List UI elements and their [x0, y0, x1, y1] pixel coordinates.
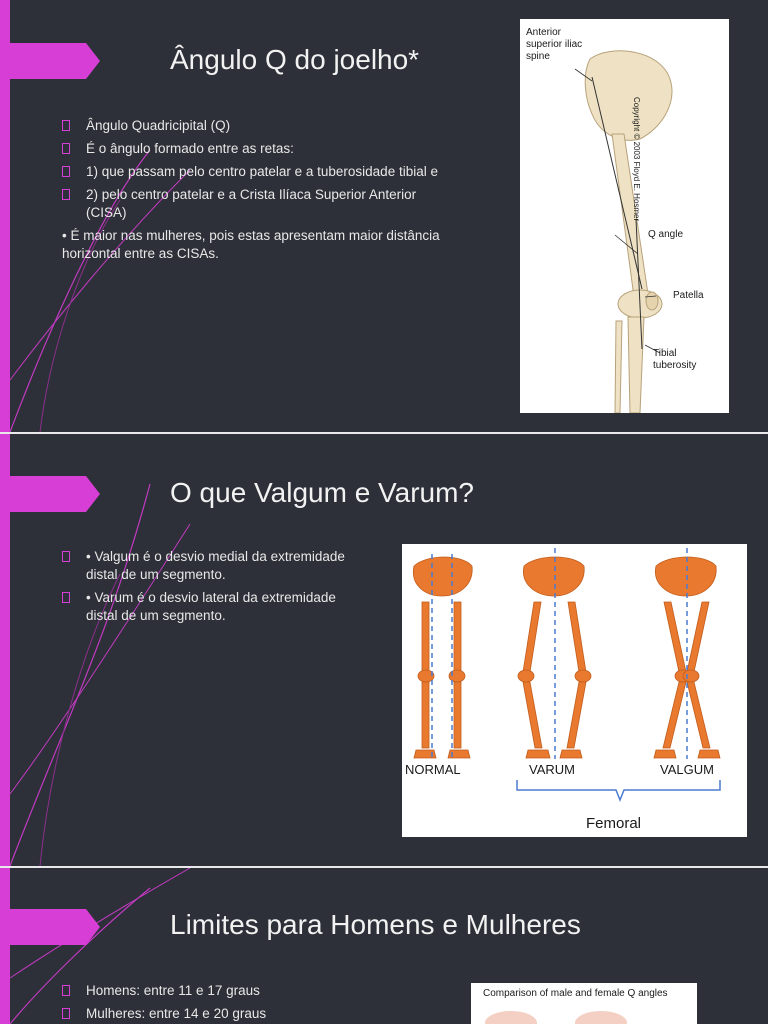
- figure-caption: Comparison of male and female Q angles: [483, 988, 668, 999]
- label-valgum: VALGUM: [660, 762, 714, 777]
- bullet-list: • Valgum é o desvio medial da extremidad…: [62, 548, 362, 630]
- title-arrow-marker: [0, 476, 100, 512]
- bullet-item: • Varum é o desvio lateral da extremidad…: [62, 589, 362, 625]
- label-varum: VARUM: [529, 762, 575, 777]
- title-arrow-marker: [0, 43, 100, 79]
- title-arrow-marker: [0, 909, 100, 945]
- bullet-item: Homens: entre 11 e 17 graus: [62, 982, 362, 1000]
- bullet-icon: [62, 592, 70, 603]
- slide-1: Ângulo Q do joelho* Ângulo Quadricipital…: [0, 0, 768, 432]
- slide-divider: [0, 866, 768, 868]
- label-q-angle: Q angle: [648, 229, 684, 240]
- slide-title: O que Valgum e Varum?: [170, 477, 475, 508]
- bullet-icon: [62, 120, 70, 131]
- bullet-icon: [62, 985, 70, 996]
- bullet-icon: [62, 189, 70, 200]
- label-tibial-tuberosity: Tibial tuberosity: [653, 348, 697, 371]
- q-angle-comparison-figure: Comparison of male and female Q angles: [471, 983, 697, 1024]
- label-femoral: Femoral: [586, 815, 642, 832]
- slide-3: Limites para Homens e Mulheres Homens: e…: [0, 868, 768, 1024]
- leg-bones-illustration: [520, 19, 729, 413]
- valgum-varum-figure: NORMAL VARUM VALGUM Femoral: [402, 544, 747, 837]
- skeleton-legs-illustration: [402, 544, 747, 837]
- slide-divider: [0, 432, 768, 434]
- decorative-curves: [9, 149, 191, 432]
- bullet-list: Ângulo Quadricipital (Q) É o ângulo form…: [62, 117, 442, 268]
- bullet-item: Mulheres: entre 14 e 20 graus: [62, 1005, 362, 1023]
- slide-2: O que Valgum e Varum? • Valgum é o desvi…: [0, 434, 768, 866]
- label-asis: Anterior superior iliac spine: [526, 27, 583, 62]
- copyright-text: Copyright © 2003 Floyd E. Hosmer: [632, 97, 641, 222]
- bullet-item: 1) que passam pelo centro patelar e a tu…: [62, 163, 442, 181]
- bullet-item: 2) pelo centro patelar e a Crista Ilíaca…: [62, 186, 442, 222]
- bullet-icon: [62, 143, 70, 154]
- label-patella: Patella: [673, 290, 704, 301]
- accent-stripe: [0, 868, 10, 1024]
- comparison-illustration: [485, 1011, 627, 1024]
- bullet-icon: [62, 1008, 70, 1019]
- label-normal: NORMAL: [405, 762, 461, 777]
- slide-title: Limites para Homens e Mulheres: [170, 909, 581, 940]
- accent-stripe: [0, 0, 10, 432]
- bullet-icon: [62, 551, 70, 562]
- q-angle-figure: Anterior superior iliac spine Q angle Pa…: [520, 19, 729, 413]
- accent-stripe: [0, 434, 10, 866]
- bullet-item: É o ângulo formado entre as retas:: [62, 140, 442, 158]
- note-text: • É maior nas mulheres, pois estas apres…: [62, 228, 440, 261]
- bullet-item: Ângulo Quadricipital (Q): [62, 117, 442, 135]
- bullet-item: • Valgum é o desvio medial da extremidad…: [62, 548, 362, 584]
- decorative-curves: [9, 483, 191, 866]
- slide-title: Ângulo Q do joelho*: [170, 44, 420, 75]
- bullet-icon: [62, 166, 70, 177]
- bullet-list: Homens: entre 11 e 17 graus Mulheres: en…: [62, 982, 362, 1024]
